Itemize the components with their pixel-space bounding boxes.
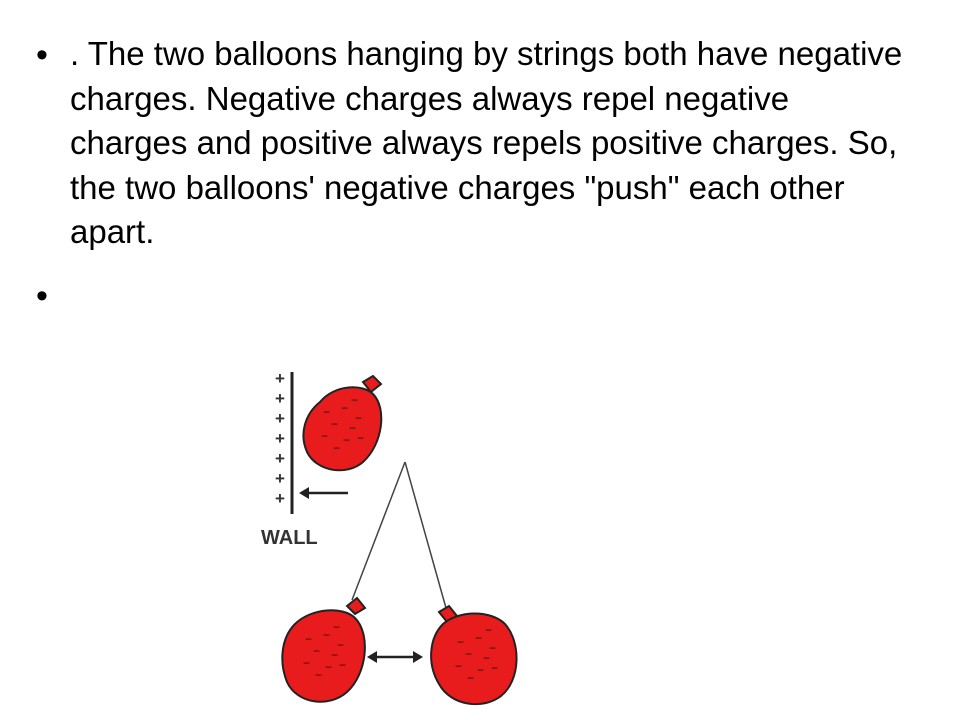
negative-charge-mark: −: [315, 668, 322, 682]
negative-charge-mark: −: [305, 632, 312, 646]
bullet-marker: •: [36, 276, 48, 315]
negative-charge-mark: −: [333, 620, 340, 634]
bullet-item-2: •: [32, 273, 912, 315]
wall-plus: +: [275, 429, 285, 448]
negative-charge-mark: −: [325, 660, 332, 674]
negative-charge-mark: −: [333, 441, 340, 455]
string-left: [351, 461, 406, 601]
negative-charge-mark: −: [485, 623, 492, 637]
negative-charge-mark: −: [491, 661, 498, 675]
balloon-right-charges: −−−−−−−−−−: [455, 623, 498, 685]
balloon-wall-charges: −−−−−−−−−−: [321, 393, 364, 455]
negative-charge-mark: −: [355, 411, 362, 425]
balloon-right: [430, 604, 518, 705]
wall-plus: +: [275, 489, 285, 508]
negative-charge-mark: −: [351, 393, 358, 407]
negative-charge-mark: −: [455, 659, 462, 673]
negative-charge-mark: −: [349, 421, 356, 435]
wall-label: WALL: [261, 527, 318, 549]
wall-plus: +: [275, 369, 285, 388]
wall-plus: +: [275, 389, 285, 408]
balloon-wall: [302, 374, 383, 472]
negative-charge-mark: −: [465, 647, 472, 661]
negative-charge-mark: −: [337, 638, 344, 652]
negative-charge-mark: −: [457, 635, 464, 649]
bullet-list: • . The two balloons hanging by strings …: [32, 32, 912, 315]
bullet-item-1: • . The two balloons hanging by strings …: [32, 32, 912, 255]
repulsion-arrow-head-left: [367, 651, 377, 663]
negative-charge-mark: −: [489, 641, 496, 655]
wall-plus: +: [275, 409, 285, 428]
negative-charge-mark: −: [475, 631, 482, 645]
bullet-text: . The two balloons hanging by strings bo…: [70, 35, 903, 250]
negative-charge-mark: −: [303, 656, 310, 670]
negative-charge-mark: −: [321, 429, 328, 443]
negative-charge-mark: −: [483, 651, 490, 665]
wall-plus: +: [275, 449, 285, 468]
balloon-illustration: + + + + + + + WALL −−−−−−−−−−: [261, 369, 518, 705]
attraction-arrow-head: [299, 487, 309, 499]
negative-charge-mark: −: [357, 431, 364, 445]
negative-charge-mark: −: [343, 433, 350, 447]
negative-charge-mark: −: [477, 663, 484, 677]
negative-charge-mark: −: [323, 628, 330, 642]
wall-charges: + + + + + + +: [275, 369, 285, 508]
bullet-marker: •: [36, 36, 48, 74]
repulsion-arrow-head-right: [413, 651, 423, 663]
negative-charge-mark: −: [313, 644, 320, 658]
negative-charge-mark: −: [331, 417, 338, 431]
negative-charge-mark: −: [341, 401, 348, 415]
balloon-figure: + + + + + + + WALL −−−−−−−−−−: [255, 362, 545, 712]
wall-plus: +: [275, 469, 285, 488]
balloon-left: [281, 596, 367, 703]
balloon-left-charges: −−−−−−−−−−: [303, 620, 346, 682]
negative-charge-mark: −: [323, 405, 330, 419]
negative-charge-mark: −: [339, 658, 346, 672]
negative-charge-mark: −: [331, 648, 338, 662]
string-right: [404, 461, 447, 609]
negative-charge-mark: −: [467, 671, 474, 685]
